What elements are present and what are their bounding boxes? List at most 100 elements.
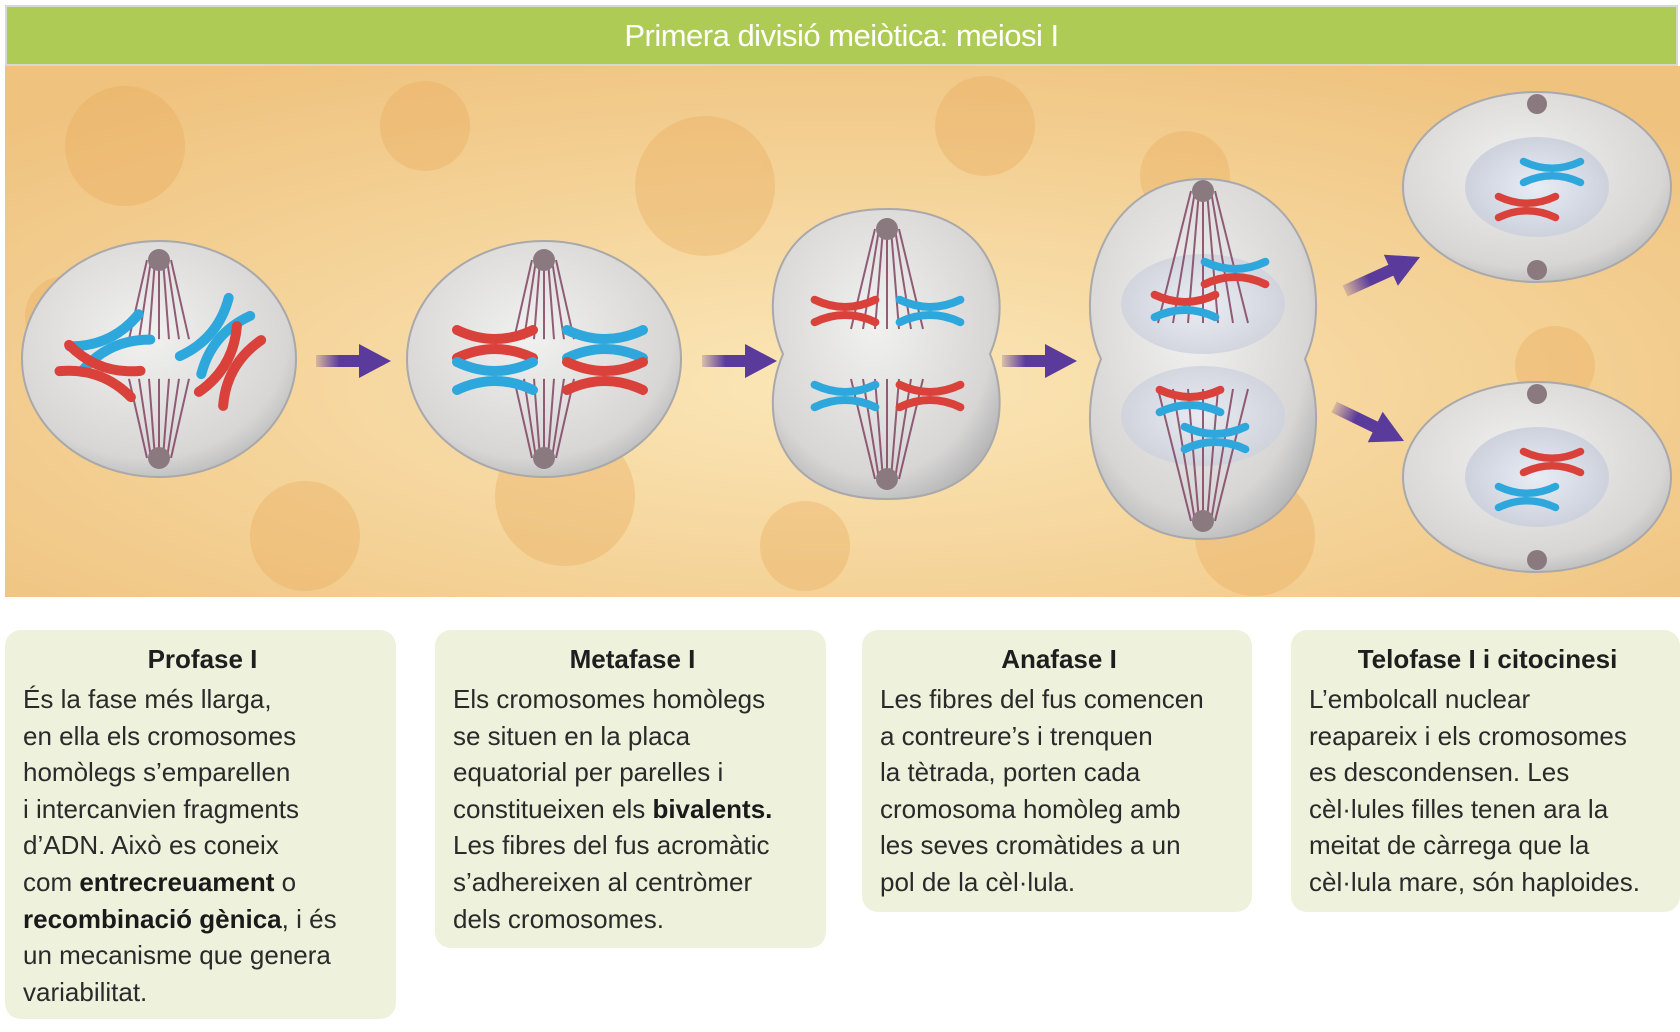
chromosome-icon bbox=[1150, 290, 1220, 322]
text-segment: la tètrada, porten cada bbox=[880, 757, 1141, 788]
text-segment: És la fase més llarga, bbox=[23, 684, 272, 714]
phase-box-metafase: Metafase I Els cromosomes homòlegs se situ… bbox=[435, 630, 826, 948]
phase-text-line: la tètrada, porten cada bbox=[880, 754, 1238, 791]
phase-title: Metafase I bbox=[569, 644, 696, 674]
phase-text-line: pol de la cèl·lula. bbox=[880, 864, 1238, 901]
phase-title: Profase I bbox=[147, 644, 258, 674]
daughter-cell bbox=[1402, 381, 1672, 573]
text-segment: dels cromosomes. bbox=[453, 903, 664, 934]
text-segment: cromosoma homòleg amb bbox=[880, 793, 1181, 824]
centriole-icon bbox=[533, 447, 555, 469]
key-term: bivalents. bbox=[652, 793, 773, 824]
phase-text-line: en ella els cromosomes bbox=[23, 718, 382, 755]
text-segment: , i és bbox=[281, 903, 337, 934]
text-segment: homòlegs s’emparellen bbox=[23, 757, 291, 788]
phase-text-line: se situen en la placa bbox=[453, 718, 812, 755]
centriole-icon bbox=[876, 468, 898, 490]
key-term: entrecreuament bbox=[79, 866, 275, 897]
phase-text-line: Les fibres del fus comencen bbox=[880, 681, 1238, 718]
phase-text-line: recombinació gènica, i és bbox=[23, 901, 382, 938]
phase-text-line: homòlegs s’emparellen bbox=[23, 754, 382, 791]
arrow-icon bbox=[1331, 401, 1404, 443]
chromosome-icon bbox=[1180, 422, 1250, 454]
phase-text-line: Els cromosomes homòlegs bbox=[453, 681, 812, 718]
text-segment: les seves cromàtides a un bbox=[880, 830, 1181, 861]
phase-text-line: Les fibres del fus acromàtic bbox=[453, 827, 812, 864]
centriole-icon bbox=[1527, 550, 1547, 570]
chromosome-icon bbox=[54, 339, 146, 403]
phase-text-line: les seves cromàtides a un bbox=[880, 827, 1238, 864]
text-segment: meitat de càrrega que la bbox=[1309, 830, 1590, 861]
text-segment: se situen en la placa bbox=[453, 720, 691, 751]
centriole-icon bbox=[876, 218, 898, 240]
text-segment: un mecanisme que genera bbox=[23, 940, 331, 971]
phase-text-line: i intercanvien fragments bbox=[23, 791, 382, 828]
phase-text-line: un mecanisme que genera bbox=[23, 937, 382, 974]
chromosome-icon bbox=[174, 292, 256, 380]
centriole-icon bbox=[1192, 180, 1214, 202]
chromosome-icon bbox=[64, 309, 156, 377]
nucleus bbox=[1465, 427, 1609, 527]
phase-text-line: dels cromosomes. bbox=[453, 901, 812, 938]
meiosis-illustration bbox=[5, 66, 1680, 597]
text-segment: Les fibres del fus comencen bbox=[880, 684, 1204, 714]
daughter-cell bbox=[1402, 91, 1672, 283]
chromosome-icon bbox=[1519, 157, 1585, 187]
key-term: recombinació gènica bbox=[23, 903, 282, 934]
text-segment: Els cromosomes homòlegs bbox=[453, 684, 766, 714]
phase-title: Telofase I i citocinesi bbox=[1357, 644, 1618, 674]
chromosome-icon bbox=[1200, 257, 1270, 289]
chromosome-icon bbox=[1494, 482, 1560, 512]
centriole-icon bbox=[1192, 510, 1214, 532]
chromosome-icon bbox=[895, 380, 965, 412]
arrow-icon bbox=[1002, 344, 1077, 378]
phase-title: Anafase I bbox=[1001, 644, 1117, 674]
phase-text-line: reapareix i els cromosomes bbox=[1309, 718, 1666, 755]
phase-text-line: a contreure’s i trenquen bbox=[880, 718, 1238, 755]
phase-text-line: variabilitat. bbox=[23, 974, 382, 1011]
chromosome-icon bbox=[810, 380, 880, 412]
chromosome-icon bbox=[1155, 385, 1225, 417]
text-segment: a contreure’s i trenquen bbox=[880, 720, 1153, 751]
text-segment: reapareix i els cromosomes bbox=[1309, 720, 1627, 751]
text-segment: s’adhereixen al centròmer bbox=[453, 866, 753, 897]
chromosome-icon bbox=[452, 357, 538, 395]
text-segment: i intercanvien fragments bbox=[23, 793, 300, 824]
phase-text-line: És la fase més llarga, bbox=[23, 681, 382, 718]
phase-box-anafase: Anafase I Les fibres del fus comencen a co… bbox=[862, 630, 1252, 912]
text-segment: com bbox=[23, 866, 80, 897]
phase-text-line: cèl·lules filles tenen ara la bbox=[1309, 791, 1666, 828]
cell-prophase bbox=[21, 240, 297, 478]
chromosome-icon bbox=[562, 357, 648, 395]
chromosome-icon bbox=[1494, 192, 1560, 222]
phase-text-line: constitueixen els bivalents. bbox=[453, 791, 812, 828]
chromosome-icon bbox=[1519, 447, 1585, 477]
text-segment: d’ADN. Això es coneix bbox=[23, 830, 279, 861]
text-segment: pol de la cèl·lula. bbox=[880, 866, 1076, 897]
diagram-title: Primera divisió meiòtica: meiosi I bbox=[624, 17, 1059, 53]
arrow-icon bbox=[316, 344, 391, 378]
text-segment: Les fibres del fus acromàtic bbox=[453, 830, 770, 861]
phase-text-line: cèl·lula mare, són haploides. bbox=[1309, 864, 1666, 901]
phase-box-profase: Profase I És la fase més llarga, en ella e… bbox=[5, 630, 396, 1019]
diagram-header: Primera divisió meiòtica: meiosi I bbox=[5, 5, 1678, 66]
centriole-icon bbox=[1527, 94, 1547, 114]
phase-text-line: com entrecreuament o bbox=[23, 864, 382, 901]
phase-text-line: equatorial per parelles i bbox=[453, 754, 812, 791]
chromosome-icon bbox=[895, 295, 965, 327]
chromosome-icon bbox=[810, 295, 880, 327]
cell-late-anaphase bbox=[1089, 177, 1317, 541]
nucleus bbox=[1465, 137, 1609, 237]
centriole-icon bbox=[1527, 260, 1547, 280]
centriole-icon bbox=[148, 249, 170, 271]
centriole-icon bbox=[533, 249, 555, 271]
chromosome-icon bbox=[452, 325, 538, 363]
phase-text-line: d’ADN. Això es coneix bbox=[23, 827, 382, 864]
text-segment: variabilitat. bbox=[23, 976, 148, 1007]
text-segment: o bbox=[274, 866, 297, 897]
text-segment: en ella els cromosomes bbox=[23, 720, 297, 751]
text-segment: constitueixen els bbox=[453, 793, 653, 824]
arrow-icon bbox=[1342, 254, 1420, 297]
text-segment: L’embolcall nuclear bbox=[1309, 684, 1531, 714]
